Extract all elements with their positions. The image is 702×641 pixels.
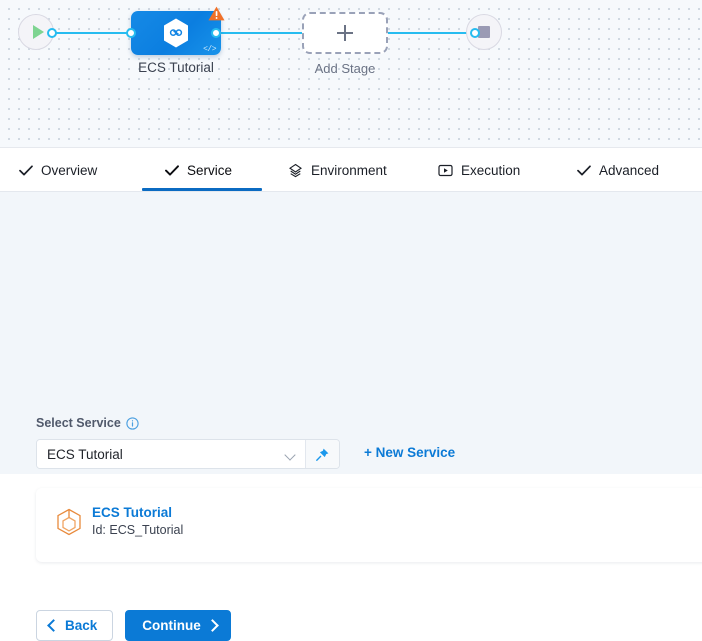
code-brackets-icon[interactable]: </> [203,45,216,54]
service-card-name[interactable]: ECS Tutorial [92,505,173,520]
tab-label: Service [187,162,233,178]
tab-label: Execution [461,162,521,178]
end-node-port[interactable] [470,28,480,38]
check-icon [164,163,179,178]
chevron-down-icon [285,451,296,458]
service-card[interactable]: ECS Tutorial Id: ECS_Tutorial [36,488,702,562]
stage-node-output-port[interactable] [211,28,221,38]
tab-active-underline [142,188,262,191]
chevron-right-icon [205,619,219,632]
pin-icon [316,448,329,461]
tab-label: Advanced [599,162,660,178]
add-stage-label: Add Stage [314,61,376,76]
pipeline-canvas[interactable]: </> ECS Tutorial Add Stage [0,0,702,147]
harness-hexagon-icon [164,18,188,48]
select-service-label-group: Select Service [36,416,139,430]
edge-start-to-stage [50,32,132,34]
tab-execution[interactable]: Execution [434,148,524,192]
tab-label: Environment [311,162,387,178]
tab-overview[interactable]: Overview [14,148,101,192]
warning-triangle-icon[interactable] [208,6,225,21]
continue-button-label: Continue [142,618,201,633]
info-icon[interactable] [126,416,139,430]
chevron-left-icon [47,619,60,632]
add-stage-button[interactable] [302,12,388,54]
edge-add-to-end [388,32,474,34]
service-select-value: ECS Tutorial [47,446,123,462]
service-panel: Select Service ECS Tutorial + New Servic… [0,192,702,641]
stop-square-icon [478,26,490,38]
stage-tabs-bar: Overview Service Environment Execution [0,147,702,192]
play-box-icon [438,163,453,178]
service-cube-icon [56,508,82,542]
plus-icon [337,25,353,41]
play-icon [32,25,44,39]
continue-button[interactable]: Continue [125,610,231,641]
select-service-label: Select Service [36,416,121,430]
tab-label: Overview [41,162,98,178]
tab-advanced[interactable]: Advanced [572,148,663,192]
service-select-wrapper: ECS Tutorial [36,439,340,469]
check-icon [18,163,33,178]
new-service-button[interactable]: + New Service [364,445,456,460]
back-button-label: Back [65,618,98,633]
stage-node-ecs-tutorial[interactable]: </> [131,6,225,55]
footer-button-row: Back Continue [36,610,231,641]
check-icon [576,163,591,178]
stage-node-input-port[interactable] [126,28,136,38]
tab-environment[interactable]: Environment [284,148,391,192]
stage-node-label: ECS Tutorial [138,60,214,75]
tab-service[interactable]: Service [160,148,236,192]
start-node-port[interactable] [47,28,57,38]
service-card-id: Id: ECS_Tutorial [92,523,184,537]
back-button[interactable]: Back [36,610,114,641]
pin-service-button[interactable] [305,440,339,468]
service-select[interactable]: ECS Tutorial [37,440,305,468]
layers-icon [288,163,303,178]
edge-stage-to-add [216,32,302,34]
